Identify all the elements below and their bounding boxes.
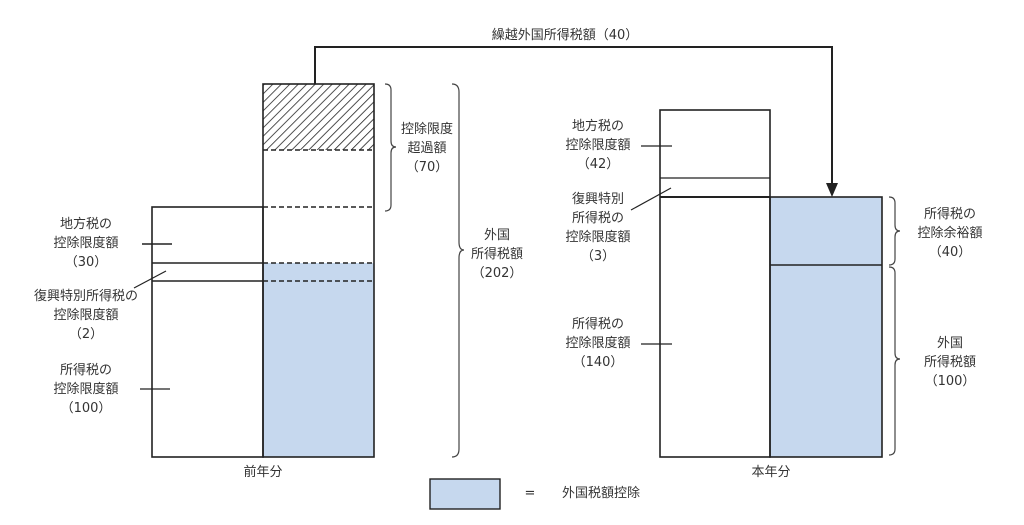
arrowhead-icon — [826, 183, 838, 197]
prev-reconstruction-tax-label: 復興特別所得税の 控除限度額 （2） — [20, 287, 152, 344]
label-value: （2） — [68, 327, 104, 342]
carryover-label-text: 繰越外国所得税額（40） — [491, 28, 639, 43]
curr-limit-column — [659, 109, 771, 458]
label-line: 外国 — [936, 336, 963, 351]
previous-year-diagram — [133, 83, 465, 458]
curr-reconstruction-tax-label: 復興特別 所得税の 控除限度額 （3） — [550, 190, 646, 266]
curr-year-caption: 本年分 — [736, 463, 806, 482]
carryover-arrow-line — [314, 46, 833, 186]
label-line: 外国 — [483, 228, 510, 243]
prev-income-tax-label: 所得税の 控除限度額 （100） — [38, 361, 134, 418]
label-line: 所得税額 — [470, 247, 523, 262]
label-value: （140） — [572, 355, 624, 370]
curr-foreign-tax-brace — [888, 266, 901, 456]
prev-deduction-fill — [263, 263, 374, 457]
prev-local-tax-label: 地方税の 控除限度額 （30） — [38, 215, 134, 272]
label-value: （202） — [471, 266, 523, 281]
label-value: （70） — [405, 160, 449, 175]
label-line: 所得税の — [59, 363, 112, 378]
label-value: （100） — [924, 374, 976, 389]
label-line: 所得税の — [571, 211, 624, 226]
curr-deduction-fill — [770, 197, 882, 457]
label-value: （30） — [64, 255, 108, 270]
carryover-label: 繰越外国所得税額（40） — [470, 26, 660, 45]
label-line: 控除余裕額 — [917, 226, 983, 241]
label-line: 所得税の — [571, 317, 624, 332]
prev-foreign-tax-label: 外国 所得税額 （202） — [462, 226, 532, 283]
label-value: （3） — [580, 249, 616, 264]
prev-limit-column — [151, 206, 264, 458]
legend-swatch — [429, 478, 501, 510]
curr-margin-brace — [888, 196, 901, 266]
prev-year-caption: 前年分 — [228, 463, 298, 482]
legend-label: 外国税額控除 — [562, 484, 662, 503]
curr-reconstruction-leader — [630, 187, 672, 211]
label-line: 控除限度額 — [565, 138, 631, 153]
label-line: 地方税の — [59, 217, 112, 232]
label-line: 復興特別所得税の — [33, 289, 138, 304]
legend-label-text: 外国税額控除 — [562, 486, 641, 501]
prev-foreign-tax-brace — [451, 83, 465, 458]
label-line: 控除限度 — [400, 122, 453, 137]
curr-margin-label: 所得税の 控除余裕額 （40） — [902, 205, 998, 262]
label-value: （40） — [928, 245, 972, 260]
label-line: 復興特別 — [571, 192, 624, 207]
carryover-arrow — [314, 46, 838, 197]
label-line: 控除限度額 — [53, 308, 119, 323]
prev-excess-hatch — [263, 84, 374, 150]
label-line: 控除限度額 — [565, 230, 631, 245]
label-line: 控除限度額 — [53, 382, 119, 397]
label-line: 所得税額 — [923, 355, 976, 370]
label-line: 超過額 — [407, 141, 447, 156]
curr-income-tax-label: 所得税の 控除限度額 （140） — [550, 315, 646, 372]
caption-text: 本年分 — [751, 465, 791, 480]
curr-foreign-tax-label: 外国 所得税額 （100） — [902, 334, 998, 391]
label-value: （42） — [576, 157, 620, 172]
curr-local-tax-label: 地方税の 控除限度額 （42） — [550, 117, 646, 174]
prev-reconstruction-leader — [133, 270, 167, 289]
label-value: （100） — [60, 401, 112, 416]
label-line: 控除限度額 — [53, 236, 119, 251]
label-line: 控除限度額 — [565, 336, 631, 351]
current-year-diagram — [630, 109, 901, 458]
prev-excess-label: 控除限度 超過額 （70） — [392, 120, 462, 177]
prev-excess-brace — [384, 83, 397, 212]
legend-equals: = — [520, 484, 540, 503]
caption-text: 前年分 — [243, 465, 283, 480]
label-line: 地方税の — [571, 119, 624, 134]
label-line: 所得税の — [923, 207, 976, 222]
legend-equals-text: = — [524, 486, 536, 501]
